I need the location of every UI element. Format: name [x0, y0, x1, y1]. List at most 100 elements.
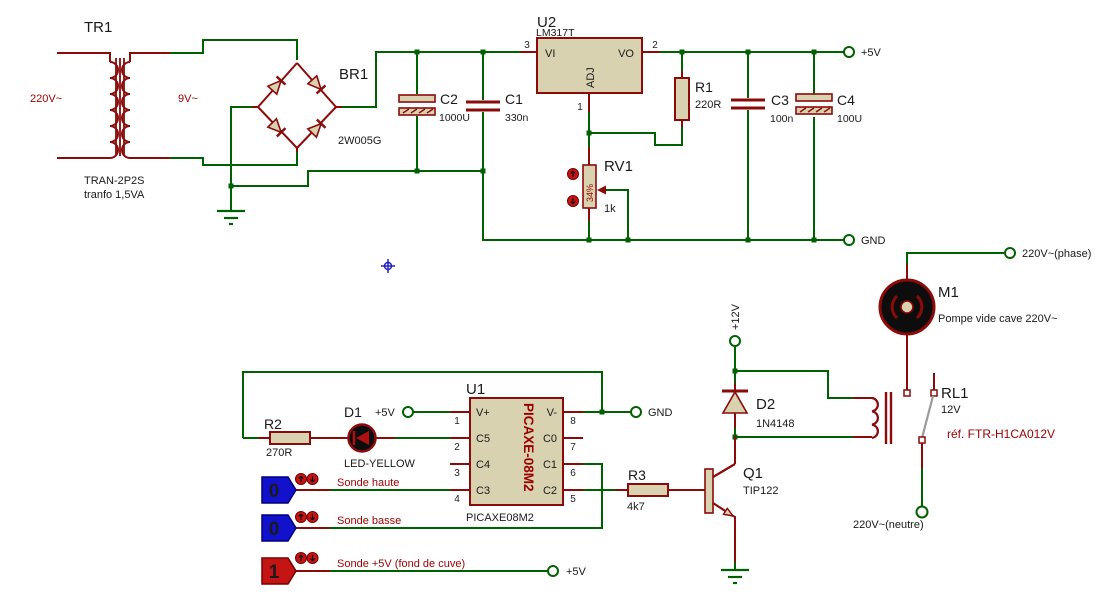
- terminal-plus5v-rail[interactable]: +5V: [843, 46, 882, 59]
- tr1-model: TRAN-2P2S: [84, 175, 145, 187]
- phase-label: 220V~(phase): [1022, 248, 1091, 260]
- bridge-diode: [266, 75, 287, 96]
- rv1-value: 1k: [604, 203, 616, 215]
- relay-coil-rl1[interactable]: [853, 392, 893, 444]
- u1-pin-name: C2: [543, 485, 557, 497]
- plus5v-rail-label: +5V: [861, 47, 882, 59]
- u1-sub-label: PICAXE08M2: [466, 512, 534, 524]
- motor-m1[interactable]: M1 Pompe vide cave 220V~: [878, 264, 1058, 390]
- u1-pin-name: V-: [547, 407, 558, 419]
- r2-ref: R2: [264, 416, 282, 432]
- probe-label: Sonde haute: [337, 477, 399, 489]
- capacitor-c4[interactable]: C4 100U: [795, 92, 862, 125]
- m1-description: Pompe vide cave 220V~: [938, 313, 1058, 325]
- u2-ref: U2: [537, 14, 556, 31]
- c3-ref: C3: [771, 92, 789, 108]
- probe-increment-button[interactable]: [295, 552, 307, 564]
- tr1-primary-voltage: 220V~: [30, 93, 62, 105]
- rv1-decrement-button[interactable]: [567, 195, 579, 207]
- u2-pin-adj: ADJ: [585, 67, 597, 88]
- terminal-plus5v-u1[interactable]: +5V: [375, 406, 414, 419]
- c3-value: 100n: [770, 113, 794, 125]
- q1-ref: Q1: [743, 465, 763, 482]
- resistor-r2[interactable]: R2 270R: [258, 416, 335, 459]
- regulator-u2[interactable]: U2 LM317T VI VO ADJ 3 2 1: [520, 14, 660, 113]
- u2-pin-number-vo: 2: [652, 40, 658, 51]
- probe-state: 0: [269, 481, 280, 502]
- u1-pin-name: C1: [543, 459, 557, 471]
- c2-value: 1000U: [439, 112, 470, 124]
- probe-sonde-5v[interactable]: 1 Sonde +5V (fond de cuve): [261, 552, 465, 585]
- probe-increment-button[interactable]: [295, 511, 307, 523]
- terminal-plus5v-sonde[interactable]: +5V: [547, 565, 587, 578]
- probe-increment-button[interactable]: [295, 473, 307, 485]
- u2-pin-vo: VO: [618, 48, 634, 60]
- terminal-gnd-u1[interactable]: GND: [630, 406, 673, 419]
- resistor-r3[interactable]: R3 4k7: [615, 467, 706, 513]
- u2-pin-vi: VI: [545, 48, 555, 60]
- m1-ref: M1: [938, 284, 959, 301]
- capacitor-c1[interactable]: C1 330n: [466, 91, 529, 124]
- gnd-u1-label: GND: [648, 407, 673, 419]
- u1-pin-number: 6: [570, 468, 576, 479]
- u2-value: LM317T: [536, 27, 575, 39]
- probe-sonde-basse[interactable]: 0 Sonde basse: [261, 511, 401, 542]
- rail-12v-label: +12V: [730, 303, 742, 330]
- u1-pin-number: 3: [454, 468, 460, 479]
- u1-pin-name: C3: [476, 485, 490, 497]
- terminal-12v[interactable]: +12V: [729, 303, 742, 347]
- transformer-tr1[interactable]: TR1 220V~ 9V~ TRAN-2P2S tranfo 1,5VA: [30, 19, 198, 201]
- u1-pin-number: 4: [454, 494, 460, 505]
- capacitor-c2[interactable]: C2 1000U: [398, 91, 470, 124]
- u1-pin-number: 2: [454, 442, 460, 453]
- diode-d2[interactable]: D2 1N4148: [721, 383, 795, 430]
- tr1-note: tranfo 1,5VA: [84, 189, 145, 201]
- relay-contact-rl1[interactable]: RL1 12V réf. FTR-H1CA012V: [903, 373, 1055, 468]
- u1-pin-number: 5: [570, 494, 576, 505]
- terminal-phase[interactable]: 220V~(phase): [1004, 247, 1091, 260]
- terminal-gnd-rail[interactable]: GND: [843, 234, 886, 247]
- probe-sonde-haute[interactable]: 0 Sonde haute: [261, 473, 399, 504]
- u1-pin-name: C4: [476, 459, 490, 471]
- capacitor-c3[interactable]: C3 100n: [731, 92, 794, 125]
- c4-value: 100U: [837, 113, 862, 125]
- neutre-label: 220V~(neutre): [853, 519, 924, 531]
- ground-symbol: [721, 568, 749, 585]
- mcu-u1[interactable]: U1 PICAXE-08M2 PICAXE08M2 V+ C5 C4 C3 V-…: [450, 381, 583, 524]
- c2-ref: C2: [440, 91, 458, 107]
- u2-pin-number-vi: 3: [524, 40, 530, 51]
- r3-ref: R3: [628, 467, 646, 483]
- u2-pin-number-adj: 1: [577, 102, 583, 113]
- potentiometer-rv1[interactable]: 34% RV1 1k: [567, 147, 633, 221]
- br1-value: 2W005G: [338, 135, 381, 147]
- tr1-secondary-voltage: 9V~: [178, 93, 198, 105]
- transistor-q1[interactable]: Q1 TIP122: [704, 437, 778, 562]
- rl1-value: 12V: [941, 404, 961, 416]
- tr1-ref: TR1: [84, 19, 112, 36]
- probe-state: 0: [269, 519, 280, 540]
- terminal-neutre[interactable]: 220V~(neutre): [853, 505, 929, 532]
- led-d1[interactable]: D1 LED-YELLOW: [335, 404, 416, 470]
- probe-decrement-button[interactable]: [306, 552, 319, 564]
- rl1-ref: RL1: [941, 385, 969, 402]
- u1-pin-name: C5: [476, 433, 490, 445]
- probe-decrement-button[interactable]: [306, 511, 319, 523]
- probe-label: Sonde basse: [337, 515, 401, 527]
- bridge-diode: [266, 117, 287, 138]
- d2-ref: D2: [756, 396, 775, 413]
- c1-ref: C1: [505, 91, 523, 107]
- q1-value: TIP122: [743, 485, 778, 497]
- resistor-r1[interactable]: R1 220R: [674, 71, 721, 127]
- rv1-ref: RV1: [604, 158, 633, 175]
- rv1-increment-button[interactable]: [567, 168, 579, 180]
- origin-marker: [381, 259, 395, 273]
- probe-decrement-button[interactable]: [306, 473, 319, 485]
- c1-value: 330n: [505, 112, 529, 124]
- bridge-diode: [306, 74, 327, 95]
- plus5v-u1-label: +5V: [375, 407, 396, 419]
- br1-ref: BR1: [339, 66, 368, 83]
- d1-ref: D1: [344, 404, 362, 420]
- junction-dots: [228, 49, 817, 440]
- bridge-rectifier-br1[interactable]: BR1 2W005G: [252, 62, 381, 152]
